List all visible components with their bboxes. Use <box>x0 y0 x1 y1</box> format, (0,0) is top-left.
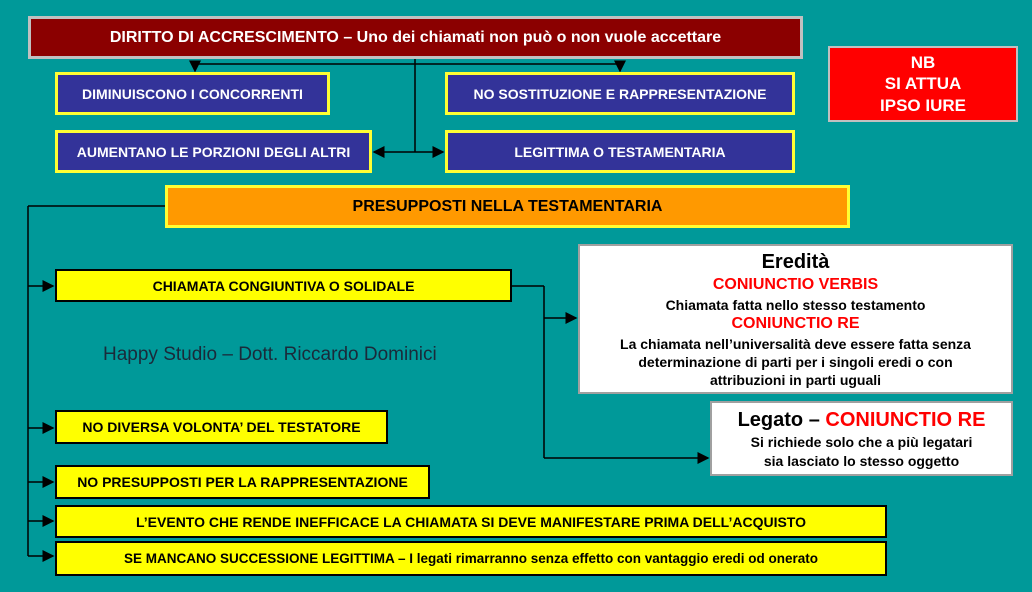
verbis-description: Chiamata fatta nello stesso testamento <box>665 296 926 313</box>
no-sostituzione-text: NO SOSTITUZIONE E RAPPRESENTAZIONE <box>473 85 767 102</box>
coniunctio-re-label: CONIUNCTIO RE <box>731 314 860 332</box>
legittima-text: LEGITTIMA O TESTAMENTARIA <box>514 143 726 160</box>
legato-description-line-2: sia lasciato lo stesso oggetto <box>763 452 960 469</box>
legato-heading: Legato – <box>737 409 820 432</box>
aumentano-box: AUMENTANO LE PORZIONI DEGLI ALTRI <box>55 130 372 173</box>
no-presupposti-text: NO PRESUPPOSTI PER LA RAPPRESENTAZIONE <box>77 474 408 490</box>
legato-description-line-1: Si richiede solo che a più legatari <box>750 434 973 451</box>
mancano-text: SE MANCANO SUCCESSIONE LEGITTIMA – I leg… <box>123 551 819 566</box>
re-description-line-1: La chiamata nell’universalità deve esser… <box>620 335 971 352</box>
coniunctio-verbis-label: CONIUNCTIO VERBIS <box>712 275 879 293</box>
no-diversa-box: NO DIVERSA VOLONTA’ DEL TESTATORE <box>55 410 388 444</box>
chiamata-box: CHIAMATA CONGIUNTIVA O SOLIDALE <box>55 269 512 302</box>
diminuiscono-text: DIMINUISCONO I CONCORRENTI <box>82 85 303 102</box>
evento-box: L’EVENTO CHE RENDE INEFFICACE LA CHIAMAT… <box>55 505 887 538</box>
presupposti-box: PRESUPPOSTI NELLA TESTAMENTARIA <box>165 185 850 228</box>
presupposti-text: PRESUPPOSTI NELLA TESTAMENTARIA <box>352 197 663 215</box>
title-box: DIRITTO DI ACCRESCIMENTO – Uno dei chiam… <box>28 16 803 59</box>
watermark-text: Happy Studio – Dott. Riccardo Dominici <box>103 344 437 365</box>
no-sostituzione-box: NO SOSTITUZIONE E RAPPRESENTAZIONE <box>445 72 795 115</box>
nb-line-3: IPSO IURE <box>880 95 966 115</box>
no-presupposti-box: NO PRESUPPOSTI PER LA RAPPRESENTAZIONE <box>55 465 430 499</box>
nb-line-1: NB <box>910 53 936 73</box>
legittima-box: LEGITTIMA O TESTAMENTARIA <box>445 130 795 173</box>
legato-box: Legato – CONIUNCTIO RE Si richiede solo … <box>710 401 1013 476</box>
re-description-line-3: attribuzioni in parti uguali <box>709 371 882 388</box>
evento-text: L’EVENTO CHE RENDE INEFFICACE LA CHIAMAT… <box>136 513 806 530</box>
diminuiscono-box: DIMINUISCONO I CONCORRENTI <box>55 72 330 115</box>
no-diversa-text: NO DIVERSA VOLONTA’ DEL TESTATORE <box>82 419 361 435</box>
nb-line-2: SI ATTUA <box>884 74 962 94</box>
aumentano-text: AUMENTANO LE PORZIONI DEGLI ALTRI <box>76 143 351 160</box>
legato-heading-row: Legato – CONIUNCTIO RE <box>738 407 986 433</box>
title-text: DIRITTO DI ACCRESCIMENTO – Uno dei chiam… <box>109 28 722 46</box>
chiamata-text: CHIAMATA CONGIUNTIVA O SOLIDALE <box>152 277 415 294</box>
nb-box: NB SI ATTUA IPSO IURE <box>828 46 1018 122</box>
eredita-box: Eredità CONIUNCTIO VERBIS Chiamata fatta… <box>578 244 1013 394</box>
legato-coniunctio-re: CONIUNCTIO RE <box>825 409 986 432</box>
eredita-heading: Eredità <box>761 250 830 273</box>
mancano-box: SE MANCANO SUCCESSIONE LEGITTIMA – I leg… <box>55 541 887 576</box>
re-description-line-2: determinazione di parti per i singoli er… <box>638 353 953 370</box>
